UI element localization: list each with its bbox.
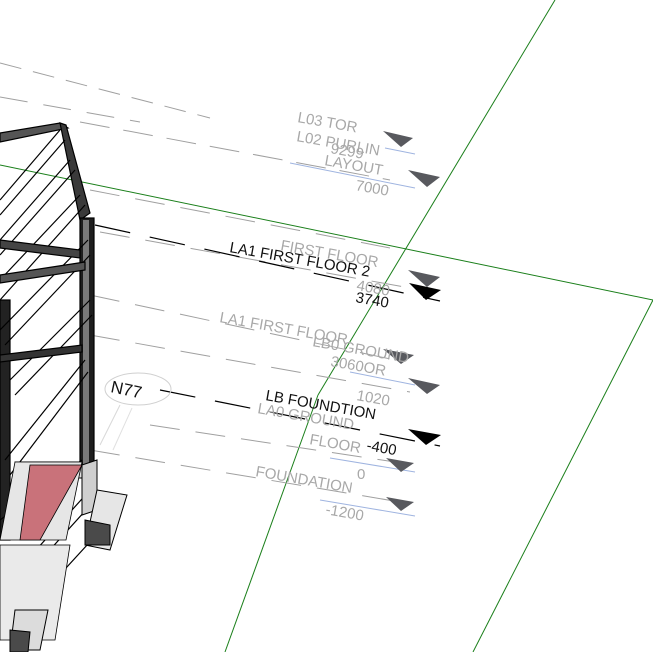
grid-line-a[interactable]: [317, 0, 556, 396]
active-level-lines[interactable]: [94, 224, 441, 447]
label-9299: 9299: [329, 140, 365, 163]
red-wall-element[interactable]: [19, 464, 83, 541]
label-7000: 7000: [354, 177, 390, 200]
level-lines: [0, 62, 416, 517]
grid-line-b[interactable]: [0, 164, 653, 301]
grid-line-a-lower[interactable]: [224, 394, 319, 652]
level-marker-first-floor[interactable]: [408, 270, 440, 287]
label-neg400: -400: [365, 437, 398, 459]
grid-line-c[interactable]: [472, 299, 653, 652]
level-marker-foundation[interactable]: [386, 497, 414, 511]
foundation-slab[interactable]: [0, 459, 128, 652]
gable-rafter[interactable]: [59, 122, 91, 222]
label-0: 0: [357, 466, 365, 483]
roof-rafter[interactable]: [0, 122, 70, 143]
level-labels: L03 TOR L02 PURLIN 9299 LAYOUT 7000 FIRS…: [218, 109, 410, 524]
label-neg1200: -1200: [324, 501, 365, 524]
label-foundation[interactable]: FOUNDATION: [254, 463, 354, 497]
label-3740: 3740: [354, 289, 390, 312]
level-markers[interactable]: [383, 131, 441, 511]
level-marker-1020[interactable]: [408, 378, 440, 394]
grid-bubble-label: N77: [109, 377, 143, 402]
grid-bubble-n77[interactable]: N77: [99, 372, 172, 451]
level-marker-la0-ground[interactable]: [386, 458, 414, 472]
level-marker-lb-foundtion[interactable]: [408, 429, 441, 445]
label-1020: 1020: [355, 387, 391, 410]
level-line-la1-first-floor-2[interactable]: [94, 224, 441, 302]
label-4080: 4080: [355, 277, 391, 300]
level-marker-la1-first-floor-2[interactable]: [409, 283, 441, 300]
level-line-lb-foundtion[interactable]: [159, 389, 441, 447]
level-marker-l03[interactable]: [383, 131, 413, 147]
level-marker-layout[interactable]: [408, 170, 440, 187]
level-marker-lb0-ground[interactable]: [383, 349, 414, 364]
